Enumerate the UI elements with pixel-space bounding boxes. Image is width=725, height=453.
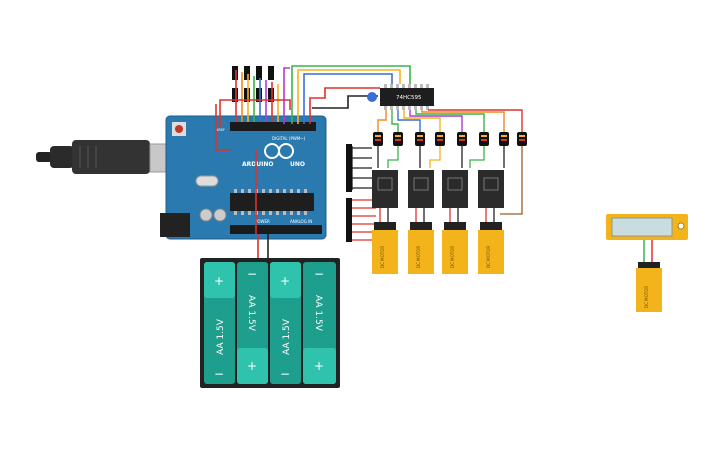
resistor — [457, 132, 467, 146]
motor-row: DC MOTOR DC MOTOR DC MOTOR DC MOTOR — [372, 222, 504, 274]
led — [244, 66, 250, 102]
capacitor — [367, 92, 377, 102]
relay-row — [372, 170, 504, 208]
relay-drive-wires — [377, 146, 523, 215]
arduino-board: ARDUINO UNO DIGITAL (PWM~) POWER ANALOG … — [160, 115, 327, 240]
motor-label: DC MOTOR — [486, 246, 491, 268]
motor-label: DC MOTOR — [380, 246, 385, 268]
digital-header-label: DIGITAL (PWM~) — [272, 136, 306, 141]
led — [256, 66, 262, 102]
battery-cell-label: AA 1.5V — [246, 295, 256, 332]
analog-header-label: ANALOG IN — [290, 219, 312, 224]
arduino-brand-text: ARDUINO — [242, 161, 273, 168]
battery-cell: − + AA 1.5V — [237, 262, 268, 384]
resistor — [393, 132, 403, 146]
relay — [442, 170, 468, 208]
battery-cell: + − AA 1.5V — [270, 262, 301, 384]
dc-motor: DC MOTOR — [372, 222, 398, 274]
resistor — [435, 132, 445, 146]
resistor — [479, 132, 489, 146]
dc-motor: DC MOTOR — [408, 222, 434, 274]
battery-minus-symbol: − — [280, 367, 290, 381]
battery-plus-symbol: + — [214, 274, 224, 288]
relay — [478, 170, 504, 208]
arduino-uno-text: UNO — [290, 161, 305, 168]
power-connector — [346, 198, 352, 242]
resistor — [499, 132, 509, 146]
dc-motor: DC MOTOR — [478, 222, 504, 274]
battery-minus-symbol: − — [214, 367, 224, 381]
motor-label: DC MOTOR — [416, 246, 421, 268]
resistor-row — [373, 132, 527, 146]
led-array — [232, 66, 274, 102]
arduino-logo-icon — [264, 143, 294, 159]
battery-wires — [255, 150, 269, 262]
dc-motor: DC MOTOR — [636, 262, 662, 312]
resistor — [517, 132, 527, 146]
battery-cell-label: AA 1.5V — [282, 318, 292, 355]
battery-cell-label: AA 1.5V — [216, 318, 226, 355]
motor-wires — [379, 208, 495, 222]
battery-minus-symbol: − — [247, 267, 257, 281]
led — [268, 66, 274, 102]
display-module — [606, 214, 688, 240]
resistor — [415, 132, 425, 146]
relay — [408, 170, 434, 208]
battery-plus-symbol: + — [280, 274, 290, 288]
ground-connector — [346, 144, 352, 192]
relay — [372, 170, 398, 208]
aref-label: AREF — [216, 128, 225, 132]
power-header-label: POWER — [255, 219, 270, 224]
battery-cell-label: AA 1.5V — [313, 295, 323, 332]
battery-plus-symbol: + — [247, 359, 257, 373]
signal-wires — [215, 65, 411, 151]
usb-cable — [36, 140, 187, 174]
led — [232, 66, 238, 102]
shift-register-74hc595: 74HC595 — [380, 84, 434, 110]
battery-cell: + − AA 1.5V — [204, 262, 235, 384]
battery-plus-symbol: + — [314, 359, 324, 373]
shift-register-label: 74HC595 — [396, 95, 422, 101]
resistor — [373, 132, 383, 146]
motor-label: DC MOTOR — [450, 246, 455, 268]
battery-minus-symbol: − — [314, 267, 324, 281]
motor-label: DC MOTOR — [644, 286, 649, 308]
battery-pack: + − AA 1.5V − + AA 1.5V + − AA 1.5V − + … — [200, 258, 340, 388]
dc-motor: DC MOTOR — [442, 222, 468, 274]
battery-cell: − + AA 1.5V — [303, 262, 336, 384]
register-output-wires — [377, 109, 523, 132]
